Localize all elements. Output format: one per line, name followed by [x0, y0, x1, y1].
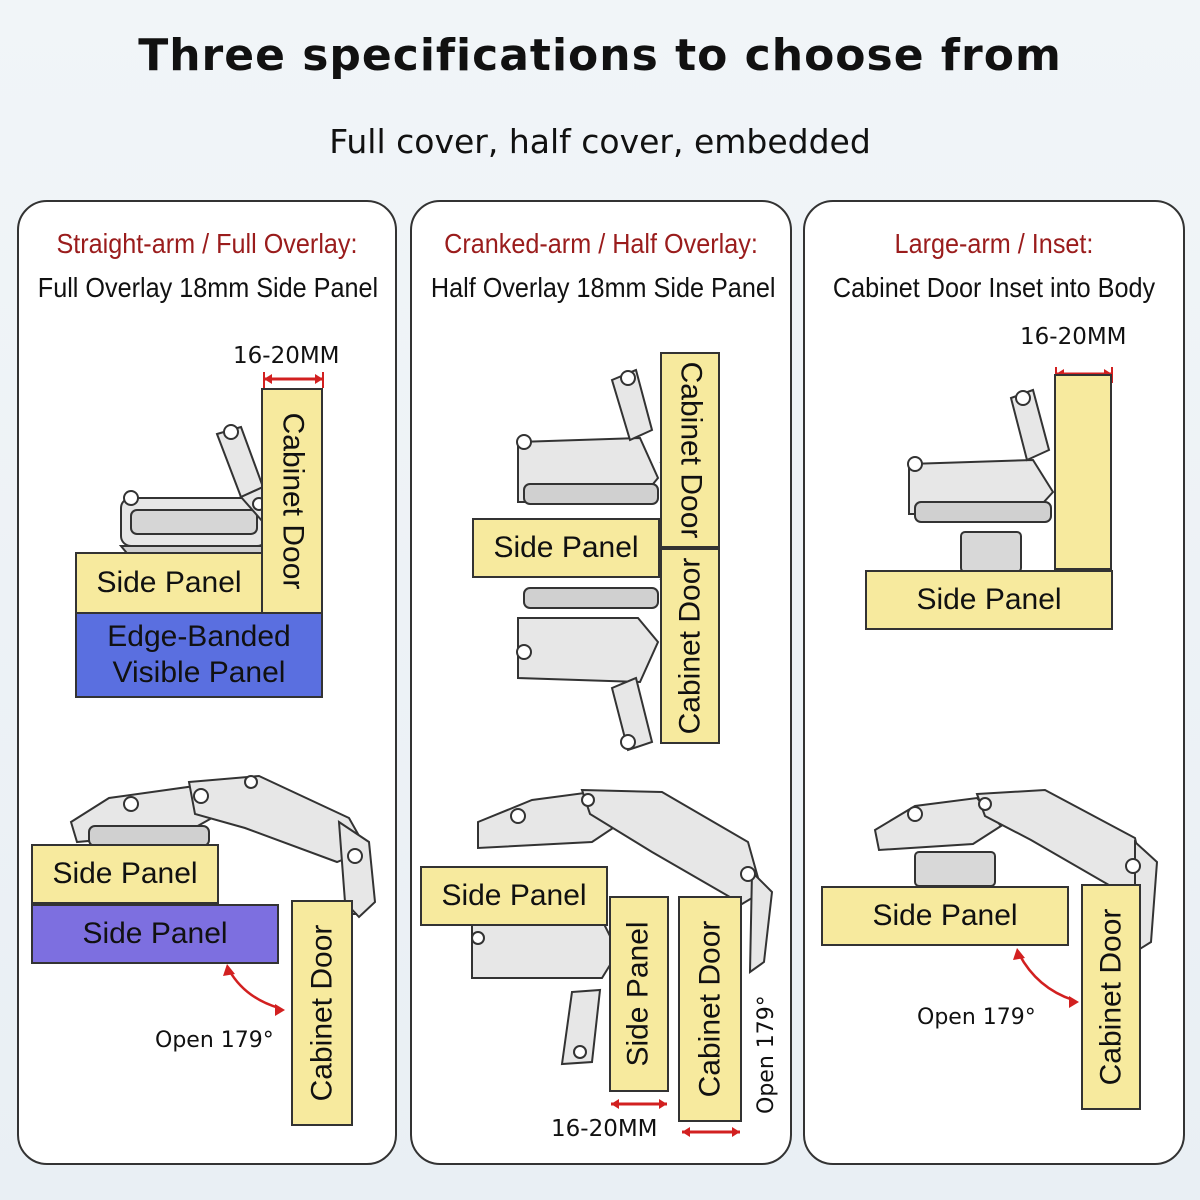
- hinge-open-illustration: [69, 774, 377, 1016]
- side-panel-vertical: Side Panel: [609, 896, 669, 1092]
- card-full-overlay: Straight-arm / Full Overlay: Full Overla…: [17, 200, 397, 1165]
- cabinet-door-lower-panel: Cabinet Door: [660, 548, 720, 744]
- side-panel-upper: Side Panel: [31, 844, 219, 904]
- side-panel-bottom-label: Side Panel: [441, 879, 587, 912]
- cabinet-door-open-panel: Cabinet Door: [291, 900, 353, 1126]
- page-subtitle: Full cover, half cover, embedded: [329, 122, 871, 161]
- side-panel-vertical-label: Side Panel: [622, 921, 656, 1067]
- side-panel-bottom-label: Side Panel: [872, 899, 1018, 932]
- cabinet-door-panel: Cabinet Door: [261, 388, 323, 614]
- page-title: Three specifications to choose from: [138, 30, 1062, 81]
- hinge-inset-illustration: [873, 367, 1159, 1008]
- cabinet-door-open-label: Cabinet Door: [1094, 908, 1128, 1086]
- dimension-label: 16-20MM: [551, 1116, 658, 1142]
- cabinet-door-open-label: Cabinet Door: [305, 924, 339, 1102]
- cabinet-door-upper-label: Cabinet Door: [674, 361, 708, 539]
- open-angle-label: Open 179°: [917, 1005, 1036, 1030]
- side-panel-bottom: Side Panel: [420, 866, 608, 926]
- card-heading: Large-arm / Inset:: [894, 228, 1094, 259]
- card-inset: Large-arm / Inset: Cabinet Door Inset in…: [803, 200, 1185, 1165]
- dimension-label: 16-20MM: [1020, 324, 1127, 350]
- card-subheading: Half Overlay 18mm Side Panel: [430, 272, 776, 303]
- side-panel-lower: Side Panel: [31, 904, 279, 964]
- dimension-label: 16-20MM: [233, 343, 340, 369]
- cabinet-door-upper-panel: Cabinet Door: [660, 352, 720, 548]
- cabinet-door-lower-label: Cabinet Door: [673, 557, 707, 735]
- inset-door-panel: [1054, 374, 1112, 570]
- card-heading: Cranked-arm / Half Overlay:: [444, 228, 758, 259]
- side-panel-label: Side Panel: [493, 531, 639, 564]
- card-subheading: Cabinet Door Inset into Body: [832, 272, 1156, 303]
- open-angle-label: Open 179°: [155, 1028, 274, 1053]
- cabinet-door-open-panel: Cabinet Door: [1081, 884, 1141, 1110]
- side-panel-label: Side Panel: [96, 566, 242, 599]
- side-panel-label: Side Panel: [916, 583, 1062, 616]
- side-panel: Side Panel: [472, 518, 660, 578]
- card-half-overlay: Cranked-arm / Half Overlay: Half Overlay…: [410, 200, 792, 1165]
- cabinet-door-open-label: Cabinet Door: [693, 920, 727, 1098]
- side-panel-upper-label: Side Panel: [52, 857, 198, 890]
- side-panel-lower-label: Side Panel: [82, 917, 228, 950]
- hinge-pair-illustration: [471, 368, 774, 1137]
- card-heading: Straight-arm / Full Overlay:: [56, 228, 358, 259]
- side-panel-bottom: Side Panel: [821, 886, 1069, 946]
- cabinet-door-open-panel: Cabinet Door: [678, 896, 742, 1122]
- side-panel: Side Panel: [865, 570, 1113, 630]
- open-angle-label: Open 179°: [754, 995, 779, 1114]
- card-subheading: Full Overlay 18mm Side Panel: [37, 272, 379, 303]
